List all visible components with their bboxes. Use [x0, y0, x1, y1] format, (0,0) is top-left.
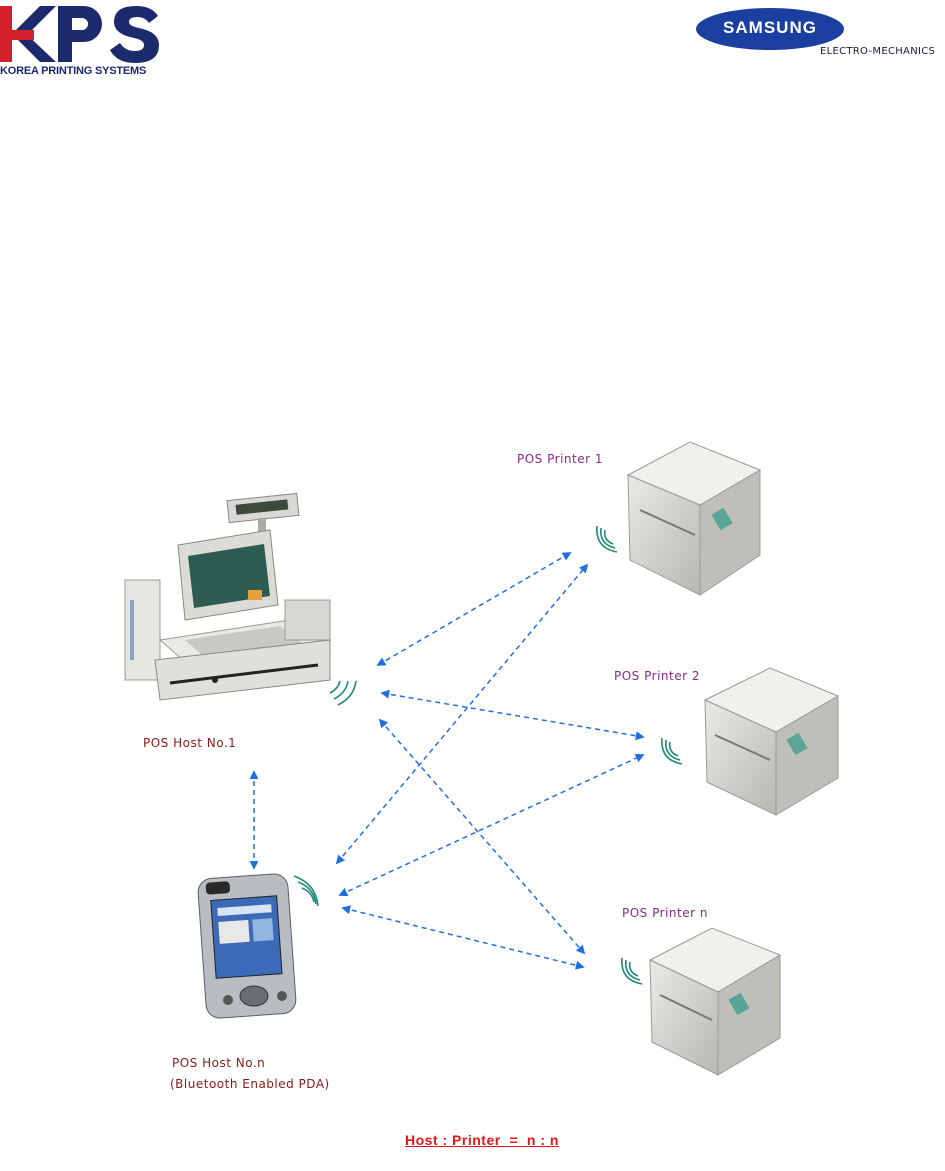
link-hostn-printern	[343, 908, 583, 967]
label-host-n: POS Host No.n	[172, 1056, 265, 1070]
pda-icon	[197, 873, 297, 1019]
label-printer-1: POS Printer 1	[517, 452, 603, 466]
pos-terminal-icon	[125, 493, 330, 700]
bluetooth-signal-icon	[597, 526, 617, 552]
link-host1-printern	[380, 720, 584, 953]
link-host1-printer2	[382, 693, 643, 737]
receipt-printer-icon	[628, 442, 760, 595]
label-printer-2: POS Printer 2	[614, 669, 700, 683]
bluetooth-signal-icon	[294, 876, 318, 906]
receipt-printer-icon	[650, 928, 780, 1075]
bluetooth-signal-icon	[622, 958, 642, 984]
bluetooth-signal-icon	[330, 681, 356, 705]
link-hostn-printer2	[340, 755, 643, 895]
link-host1-printer1	[378, 553, 570, 665]
label-printer-n: POS Printer n	[622, 906, 708, 920]
receipt-printer-icon	[705, 668, 838, 815]
label-host-1: POS Host No.1	[143, 736, 236, 750]
link-hostn-printer1	[337, 565, 587, 863]
host-printer-ratio: Host : Printer = n : n	[405, 1132, 559, 1148]
bluetooth-signal-icon	[662, 738, 682, 764]
label-host-n-note: (Bluetooth Enabled PDA)	[170, 1077, 330, 1091]
